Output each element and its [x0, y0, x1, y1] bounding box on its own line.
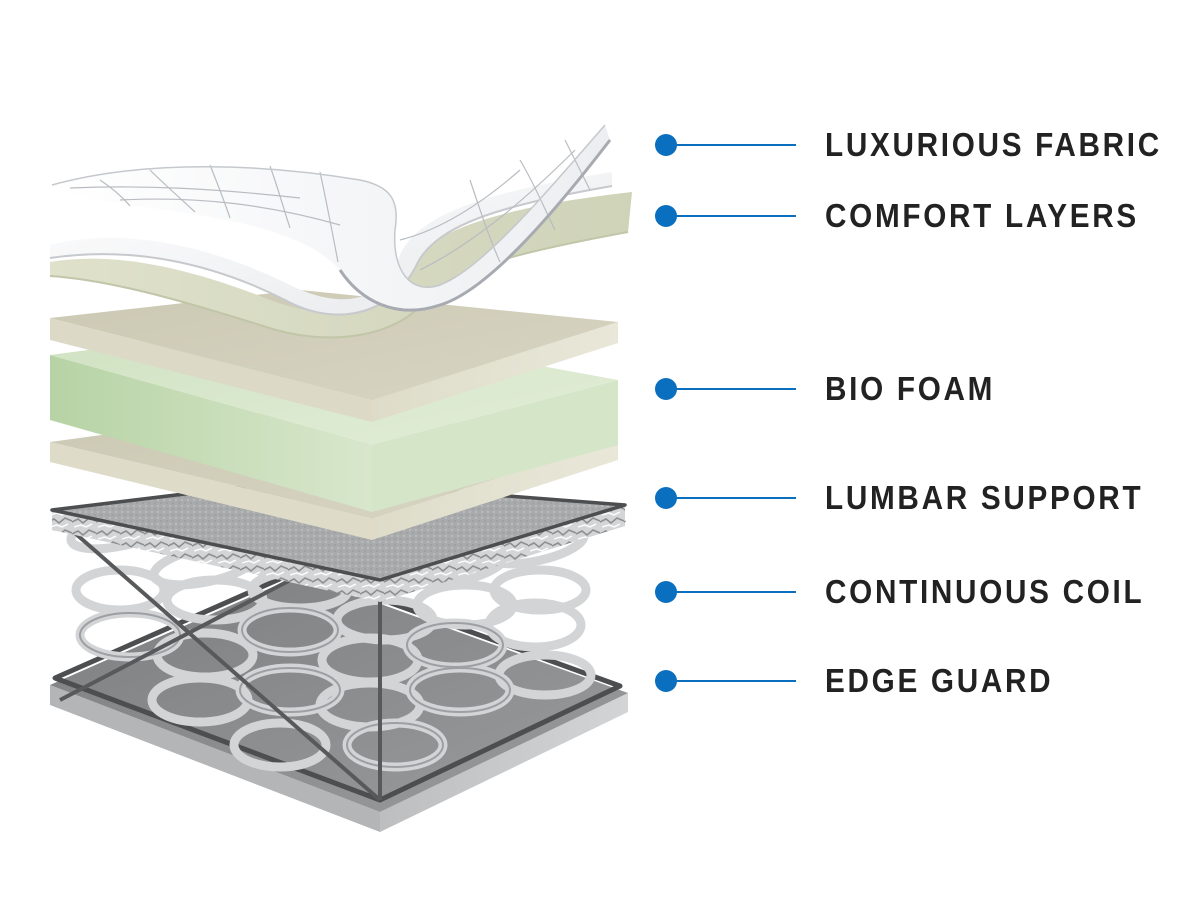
callout-label: LUMBAR SUPPORT	[825, 479, 1144, 516]
callout-leader-line	[666, 388, 796, 390]
callout-luxurious-fabric: LUXURIOUS FABRIC	[655, 125, 1200, 165]
callout-continuous-coil: CONTINUOUS COIL	[655, 572, 1200, 612]
luxurious-fabric-layer	[51, 124, 612, 312]
bio-foam-left-face	[50, 355, 372, 512]
callout-leader-line	[666, 680, 796, 682]
comfort-layer-white-edge	[49, 185, 613, 316]
upper-pad-left-face	[50, 318, 372, 422]
callout-leader-line	[666, 591, 796, 593]
bio-foam-right-face	[372, 380, 618, 512]
fabric-edge	[51, 124, 606, 288]
lumbar-right-face	[380, 505, 625, 602]
fabric-quilt-lines	[69, 139, 591, 271]
callout-label: COMFORT LAYERS	[825, 197, 1139, 234]
fabric-sheet	[52, 125, 610, 311]
lower-pad-right-face	[372, 440, 618, 540]
upper-pad-right-face	[372, 322, 618, 422]
upper-comfort-pad	[50, 290, 618, 422]
base-left-face	[50, 685, 380, 832]
callout-comfort-layers: COMFORT LAYERS	[655, 196, 1200, 236]
callout-edge-guard: EDGE GUARD	[655, 661, 1200, 701]
coil-shading	[79, 607, 511, 768]
lower-pad-left-face	[50, 442, 372, 540]
callout-label: EDGE GUARD	[825, 662, 1054, 699]
lumbar-left-face	[52, 510, 380, 602]
callout-label: CONTINUOUS COIL	[825, 573, 1145, 610]
callout-label: BIO FOAM	[825, 370, 996, 407]
fabric-curl-shadow	[338, 139, 612, 312]
base-right-face	[380, 693, 628, 832]
upper-pad-top-face	[50, 290, 618, 400]
callout-leader-line	[666, 497, 796, 499]
callout-leader-line	[666, 144, 796, 146]
edge-guard-wire	[52, 567, 623, 803]
callout-label: LUXURIOUS FABRIC	[825, 126, 1162, 163]
callout-leader-line	[666, 215, 796, 217]
callout-bio-foam: BIO FOAM	[655, 369, 1200, 409]
callout-lumbar-support: LUMBAR SUPPORT	[655, 478, 1200, 518]
